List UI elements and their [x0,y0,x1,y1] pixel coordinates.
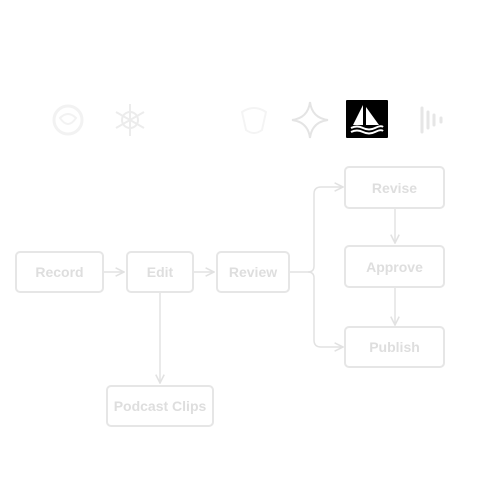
edge-review-publish [307,271,343,347]
toolbar [0,98,500,142]
node-review[interactable]: Review [216,251,290,293]
node-revise[interactable]: Revise [344,166,445,209]
sound-wave-icon[interactable] [412,98,456,142]
node-publish[interactable]: Publish [344,326,445,368]
edge-review-revise [290,187,343,273]
node-approve[interactable]: Approve [344,245,445,288]
sparkle-icon[interactable] [288,98,332,142]
node-edit[interactable]: Edit [126,251,194,293]
node-podcast-clips[interactable]: Podcast Clips [106,385,214,427]
sailboat-icon[interactable] [346,100,388,138]
logo-circle-icon[interactable] [46,98,90,142]
ornament-icon[interactable] [108,98,152,142]
node-record[interactable]: Record [15,251,104,293]
logo-3-icon[interactable] [232,98,276,142]
